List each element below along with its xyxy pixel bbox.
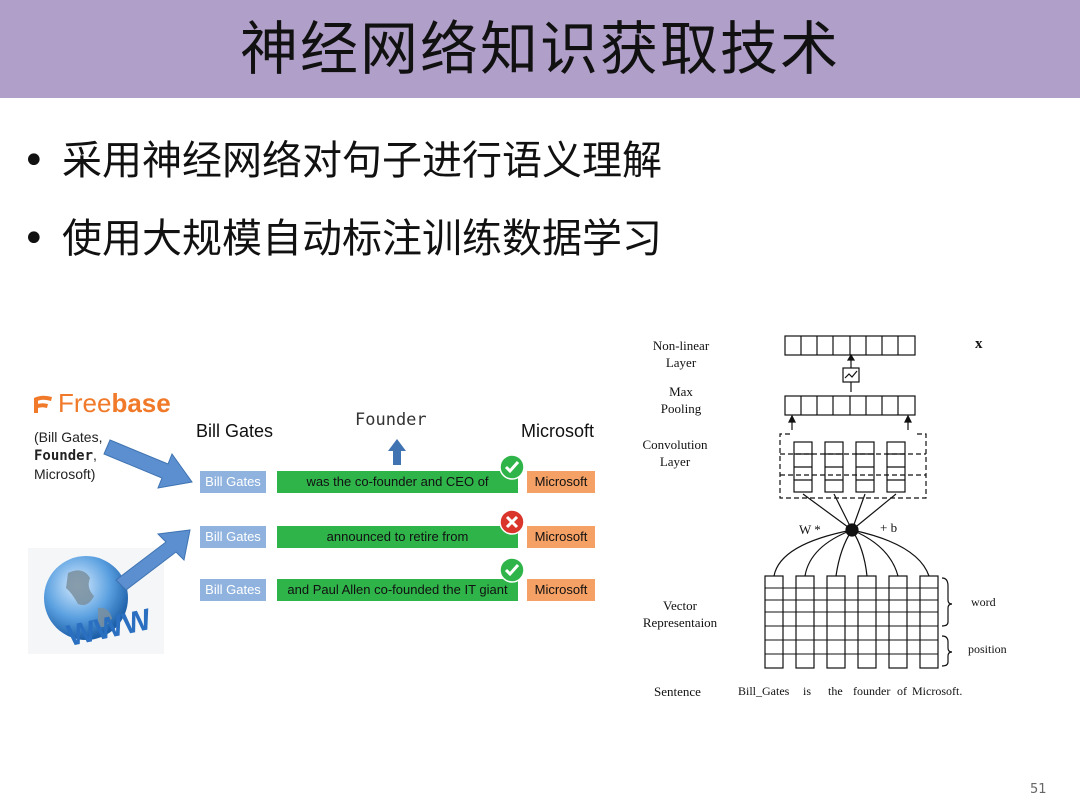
bullet-dot: • — [22, 216, 46, 262]
row1-subject: Bill Gates — [200, 471, 266, 493]
sentence-word: founder — [853, 684, 891, 698]
input-vectors — [764, 575, 939, 669]
row3-sentence: and Paul Allen co-founded the IT giant — [277, 579, 518, 601]
triple-comma: , — [93, 447, 97, 463]
triple-line-1: (Bill Gates, — [34, 429, 103, 445]
output-x-label: x — [975, 336, 983, 352]
kb-triple: (Bill Gates, Founder, Microsoft) — [34, 428, 102, 483]
logo-text-light: Free — [58, 388, 112, 418]
sentence-word: Microsoft. — [912, 684, 963, 698]
row3-object: Microsoft — [527, 579, 595, 601]
label-line: Representaion — [642, 615, 718, 630]
page-number: 51 — [1030, 782, 1047, 797]
title-bar — [0, 0, 1080, 98]
nonlinear-layer-label: Non-linear Layer — [636, 337, 726, 371]
check-icon — [499, 557, 525, 583]
bullet-2: • 使用大规模自动标注训练数据学习 — [22, 214, 662, 264]
arrow-web-to-text-icon — [115, 529, 191, 591]
weight-label: W * — [799, 522, 821, 537]
word-label: word — [971, 595, 996, 609]
label-line: Pooling — [660, 401, 702, 416]
convolution-layer-label: Convolution Layer — [630, 436, 720, 470]
row2-subject: Bill Gates — [200, 526, 266, 548]
relation-label: Founder — [355, 410, 427, 430]
cnn-diagram — [764, 335, 953, 669]
row2-object: Microsoft — [527, 526, 595, 548]
bullet-dot: • — [22, 138, 46, 184]
label-line: Convolution — [642, 437, 708, 452]
sentence-word: is — [803, 684, 812, 698]
pooling-layer — [784, 395, 916, 416]
blue-arrows — [103, 439, 193, 591]
arrow-kb-to-text-icon — [103, 439, 193, 489]
bias-label: + b — [880, 520, 898, 535]
check-icon — [499, 454, 525, 480]
row1-sentence: was the co-founder and CEO of — [277, 471, 518, 493]
position-label: position — [968, 642, 1007, 656]
conv-feature-maps — [793, 441, 906, 493]
triple-relation: Founder — [34, 448, 94, 464]
output-layer — [784, 335, 916, 356]
label-line: Non-linear — [652, 338, 710, 353]
label-line: Layer — [659, 454, 691, 469]
label-line: Max — [669, 384, 693, 399]
cross-icon — [499, 509, 525, 535]
head-entity-label: Bill Gates — [196, 421, 274, 441]
slide-title: 神经网络知识获取技术 — [239, 15, 840, 83]
row1-object: Microsoft — [527, 471, 595, 493]
up-arrow-icon — [388, 439, 406, 465]
sentence-label: Sentence — [654, 684, 701, 699]
freebase-mark-icon — [34, 395, 52, 413]
sentence-word: Bill_Gates — [738, 684, 790, 698]
row3-subject: Bill Gates — [200, 579, 266, 601]
freebase-logo: Freebase — [32, 388, 171, 419]
max-pooling-label: Max Pooling — [636, 383, 726, 417]
bullet-text-1: 采用神经网络对句子进行语义理解 — [62, 138, 662, 184]
sentence-word: the — [828, 684, 843, 698]
bullet-text-2: 使用大规模自动标注训练数据学习 — [62, 216, 662, 262]
tail-entity-label: Microsoft — [521, 421, 595, 441]
activation-icon — [842, 367, 860, 383]
label-line: Layer — [665, 355, 697, 370]
triple-line-3: Microsoft) — [34, 466, 96, 482]
logo-text-bold: base — [111, 388, 171, 418]
label-line: Vector — [663, 598, 697, 613]
vector-representation-label: Vector Representaion — [632, 597, 728, 631]
sentence-word: of — [897, 684, 907, 698]
bullet-1: • 采用神经网络对句子进行语义理解 — [22, 136, 662, 186]
row2-sentence: announced to retire from — [277, 526, 518, 548]
